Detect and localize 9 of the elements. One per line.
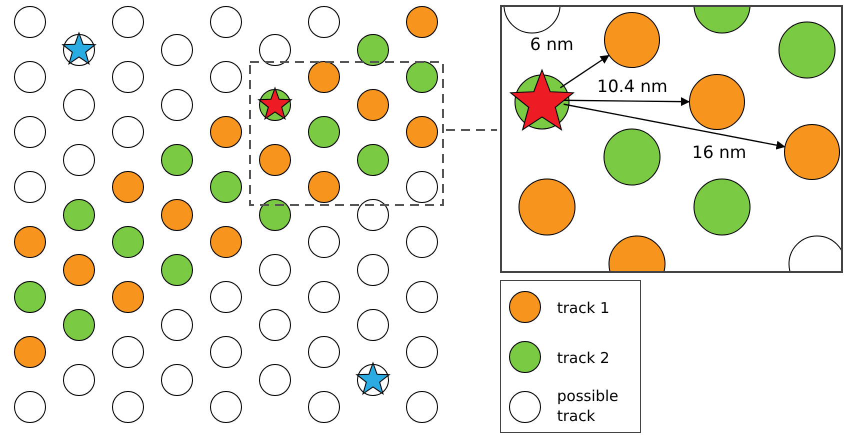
legend-label: track 1 [557, 298, 610, 318]
distance-label: 10.4 nm [597, 79, 668, 96]
distance-label: 16 nm [692, 145, 746, 162]
legend-label: track 2 [557, 348, 610, 368]
distance-arrow [563, 104, 786, 150]
distance-arrow [560, 54, 610, 88]
distance-label: 6 nm [530, 37, 574, 54]
distance-arrow [564, 97, 690, 106]
legend-label: possible track [557, 386, 620, 426]
